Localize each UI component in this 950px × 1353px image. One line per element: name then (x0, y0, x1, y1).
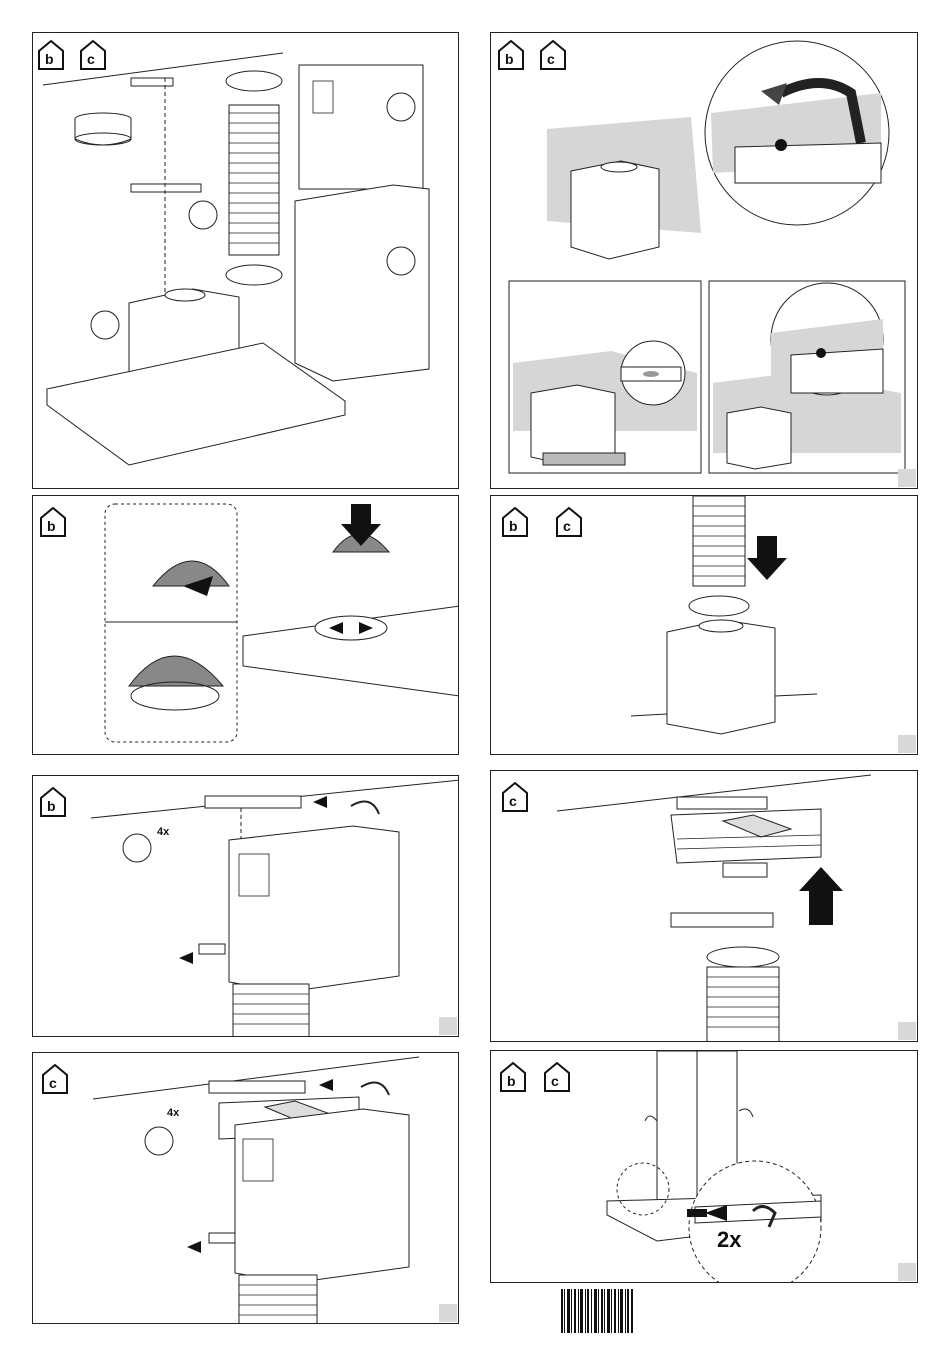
clamp-top (226, 71, 282, 91)
flexible-duct (239, 1275, 317, 1324)
upper-chimney (229, 826, 399, 992)
recirculation-mode-icon: c (557, 508, 581, 536)
ducted-mode-icon: b (503, 508, 527, 536)
panel-1-illustration: b c (33, 33, 459, 489)
quantity-label: 4x (167, 1107, 179, 1119)
upper-chimney (235, 1109, 409, 1283)
recirculation-mode-icon: c (541, 41, 565, 69)
flexible-duct (693, 496, 745, 586)
barcode (561, 1289, 633, 1333)
step-number-box (898, 735, 916, 753)
svg-text:c: c (563, 518, 571, 534)
panel-3-illustration: b (33, 496, 459, 755)
push-arrow-icon (179, 952, 193, 964)
lower-chimney (295, 185, 429, 381)
svg-text:b: b (507, 1073, 516, 1089)
svg-text:b: b (509, 518, 518, 534)
callout-circle (189, 201, 217, 229)
svg-text:b: b (505, 51, 514, 67)
svg-text:b: b (45, 51, 54, 67)
down-arrow-icon (747, 536, 787, 580)
motor-unit (571, 161, 659, 259)
panel-4: b c (490, 495, 918, 755)
ducted-mode-icon: b (501, 1063, 525, 1091)
recirculation-mode-icon: c (545, 1063, 569, 1091)
duct-adapter (75, 113, 131, 145)
wall-bracket-mid (131, 184, 201, 192)
panel-6: c (490, 770, 918, 1042)
panel-7: c 4x (32, 1052, 459, 1324)
flexible-duct (229, 105, 279, 255)
detail-box (105, 504, 237, 742)
upper-chimney (299, 65, 423, 189)
ducted-mode-icon: b (499, 41, 523, 69)
svg-text:c: c (547, 51, 555, 67)
svg-text:b: b (47, 518, 56, 534)
panel-2-illustration: b c (491, 33, 918, 489)
step-number-box (898, 1263, 916, 1281)
quantity-label: 2x (717, 1227, 741, 1253)
ducted-mode-icon: b (39, 41, 63, 69)
push-arrow-icon (187, 1241, 201, 1253)
svg-text:c: c (49, 1075, 57, 1091)
panel-8: b c 2x (490, 1050, 918, 1283)
panel-6-illustration: c (491, 771, 918, 1042)
panel-8-illustration: b c (491, 1051, 918, 1283)
flexible-duct (233, 984, 309, 1037)
panel-2: b c (490, 32, 918, 489)
panel-1: b c (32, 32, 459, 489)
step-number-box (898, 469, 916, 487)
svg-text:c: c (87, 51, 95, 67)
step-number-box (439, 1017, 457, 1035)
wall-bracket-top (131, 78, 173, 86)
step-number-box (898, 1022, 916, 1040)
panel-5: b 4x (32, 775, 459, 1037)
up-arrow-icon (799, 867, 843, 925)
svg-text:c: c (551, 1073, 559, 1089)
quantity-label: 4x (157, 826, 169, 838)
step-number-box (439, 1304, 457, 1322)
panel-3: b (32, 495, 459, 755)
panel-4-illustration: b c (491, 496, 918, 755)
motor-unit (667, 620, 775, 734)
panel-5-illustration: b (33, 776, 459, 1037)
ducted-mode-icon: b (41, 788, 65, 816)
panel-7-illustration: c (33, 1053, 459, 1324)
wall-bracket (205, 796, 301, 808)
wall-bracket (209, 1081, 305, 1093)
ducted-mode-icon: b (41, 508, 65, 536)
recirculation-mode-icon: c (81, 41, 105, 69)
clamp-bottom (226, 265, 282, 285)
recirculation-mode-icon: c (43, 1065, 67, 1093)
svg-text:b: b (47, 798, 56, 814)
recirculation-filter-unit (671, 797, 821, 877)
duct-clamp (689, 596, 749, 616)
svg-text:c: c (509, 793, 517, 809)
recirculation-mode-icon: c (503, 783, 527, 811)
flexible-duct (707, 967, 779, 1042)
wall-bracket (671, 913, 773, 927)
